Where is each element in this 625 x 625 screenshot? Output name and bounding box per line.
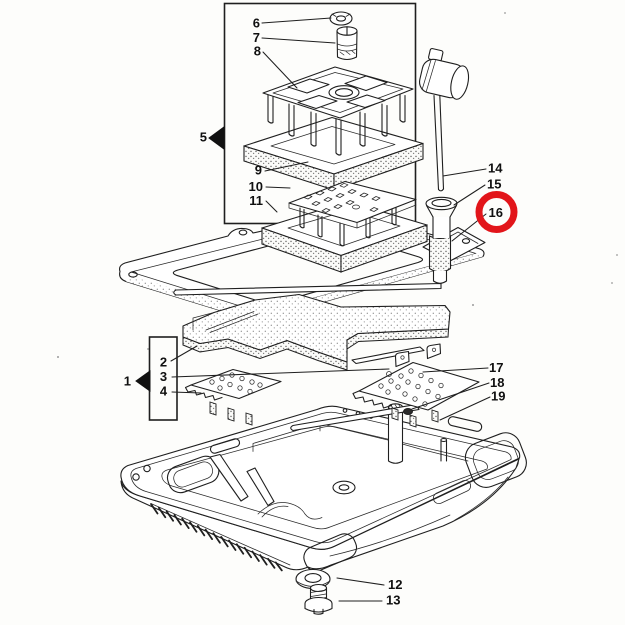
scan-specks: [57, 12, 618, 358]
callout-3: 3: [160, 369, 167, 384]
part-17-perforated-plate: [352, 343, 480, 428]
callout-7: 7: [253, 30, 260, 45]
callout-6: 6: [253, 16, 260, 31]
callout-16: 16: [489, 205, 503, 220]
callout-13: 13: [386, 593, 400, 608]
callout-4: 4: [160, 384, 168, 399]
part-6-clip: [329, 11, 353, 26]
callout-9: 9: [255, 163, 262, 178]
part-7-valve: [336, 26, 358, 61]
part-10-perforated-plate: [288, 180, 417, 247]
part-15-filler-funnel: [425, 196, 458, 239]
part-16-bracket: [422, 226, 486, 284]
thin-plate-edge: [173, 282, 442, 296]
leader-lines: [170, 17, 491, 602]
part-8-grid-casting: [262, 66, 414, 156]
callout-11: 11: [249, 193, 263, 208]
callout-2: 2: [160, 355, 167, 370]
callout-8: 8: [254, 44, 261, 59]
callout-15: 15: [487, 177, 501, 192]
callout-5: 5: [200, 130, 207, 145]
part-2-valve-body: [182, 293, 451, 371]
part-4-perforated-plate: [184, 368, 282, 426]
highlight-circle: [475, 191, 518, 233]
part-9-spacer-frame: [243, 116, 424, 191]
callout-14: 14: [488, 161, 503, 176]
dipstick-rod: [418, 48, 470, 192]
group-5-arrow: [208, 126, 225, 150]
callout-18: 18: [490, 375, 504, 390]
part-13-drain-plug: [304, 583, 333, 615]
callout-19: 19: [491, 389, 505, 404]
callout-17: 17: [489, 360, 503, 375]
oil-pan: [120, 403, 527, 572]
callout-12: 12: [388, 577, 402, 592]
callout-1: 1: [124, 374, 131, 389]
callout-10: 10: [249, 179, 263, 194]
part-3-separator-edge: [351, 346, 425, 365]
group-1-arrow: [135, 370, 151, 392]
